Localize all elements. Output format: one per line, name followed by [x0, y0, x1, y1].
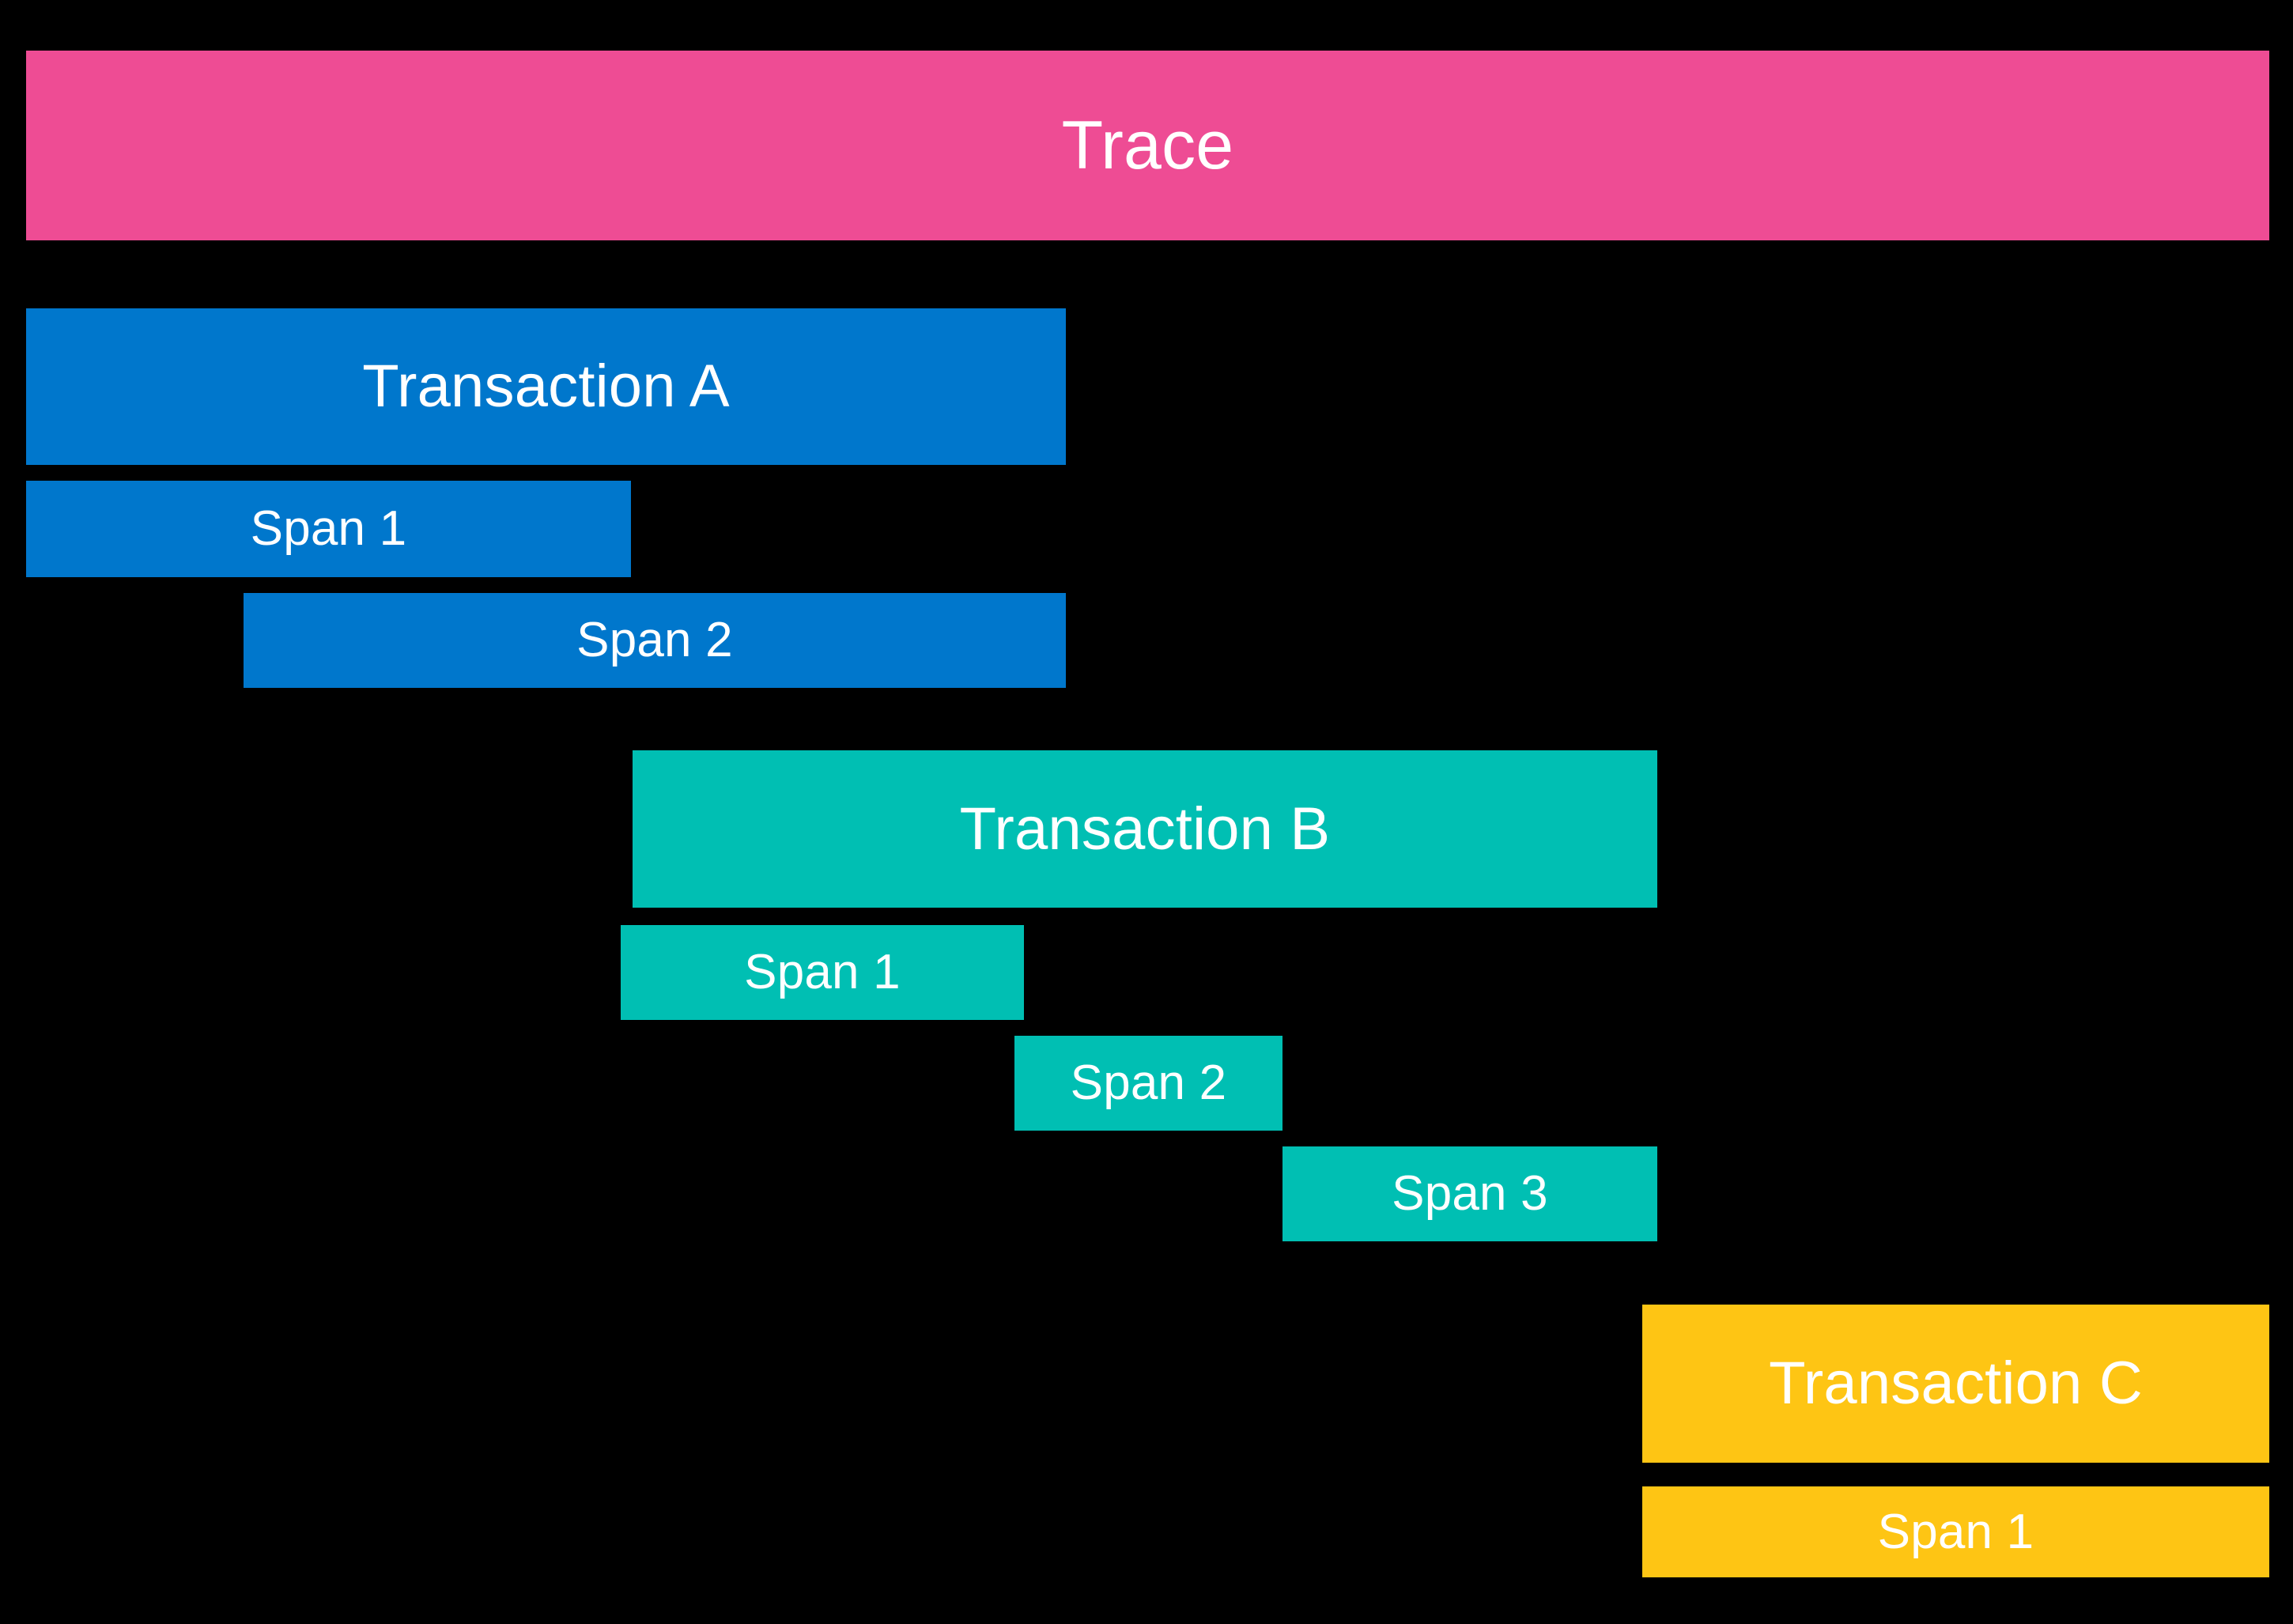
transaction-b-span-2-bar[interactable]: Span 2 [1014, 1036, 1282, 1131]
transaction-b-span-1-bar[interactable]: Span 1 [621, 925, 1024, 1020]
transaction-a-span-2-label: Span 2 [576, 613, 733, 667]
transaction-a-span-1-label: Span 1 [250, 501, 407, 556]
transaction-b-span-3-bar[interactable]: Span 3 [1282, 1146, 1657, 1241]
transaction-b-span-2-label: Span 2 [1070, 1056, 1227, 1110]
transaction-a-span-2-bar[interactable]: Span 2 [244, 593, 1066, 688]
trace-bar[interactable]: Trace [26, 51, 2269, 240]
transaction-a-span-1-bar[interactable]: Span 1 [26, 481, 631, 577]
trace-label: Trace [1061, 108, 1234, 183]
transaction-b-span-3-label: Span 3 [1392, 1166, 1548, 1221]
transaction-a-bar[interactable]: Transaction A [26, 308, 1066, 465]
transaction-c-span-1-bar[interactable]: Span 1 [1642, 1486, 2269, 1577]
transaction-b-span-1-label: Span 1 [744, 945, 901, 999]
transaction-c-bar[interactable]: Transaction C [1642, 1305, 2269, 1463]
transaction-c-span-1-label: Span 1 [1877, 1504, 2034, 1559]
transaction-b-bar[interactable]: Transaction B [633, 750, 1657, 908]
transaction-c-label: Transaction C [1769, 1350, 2143, 1417]
transaction-a-label: Transaction A [362, 353, 730, 420]
transaction-b-label: Transaction B [959, 795, 1331, 863]
